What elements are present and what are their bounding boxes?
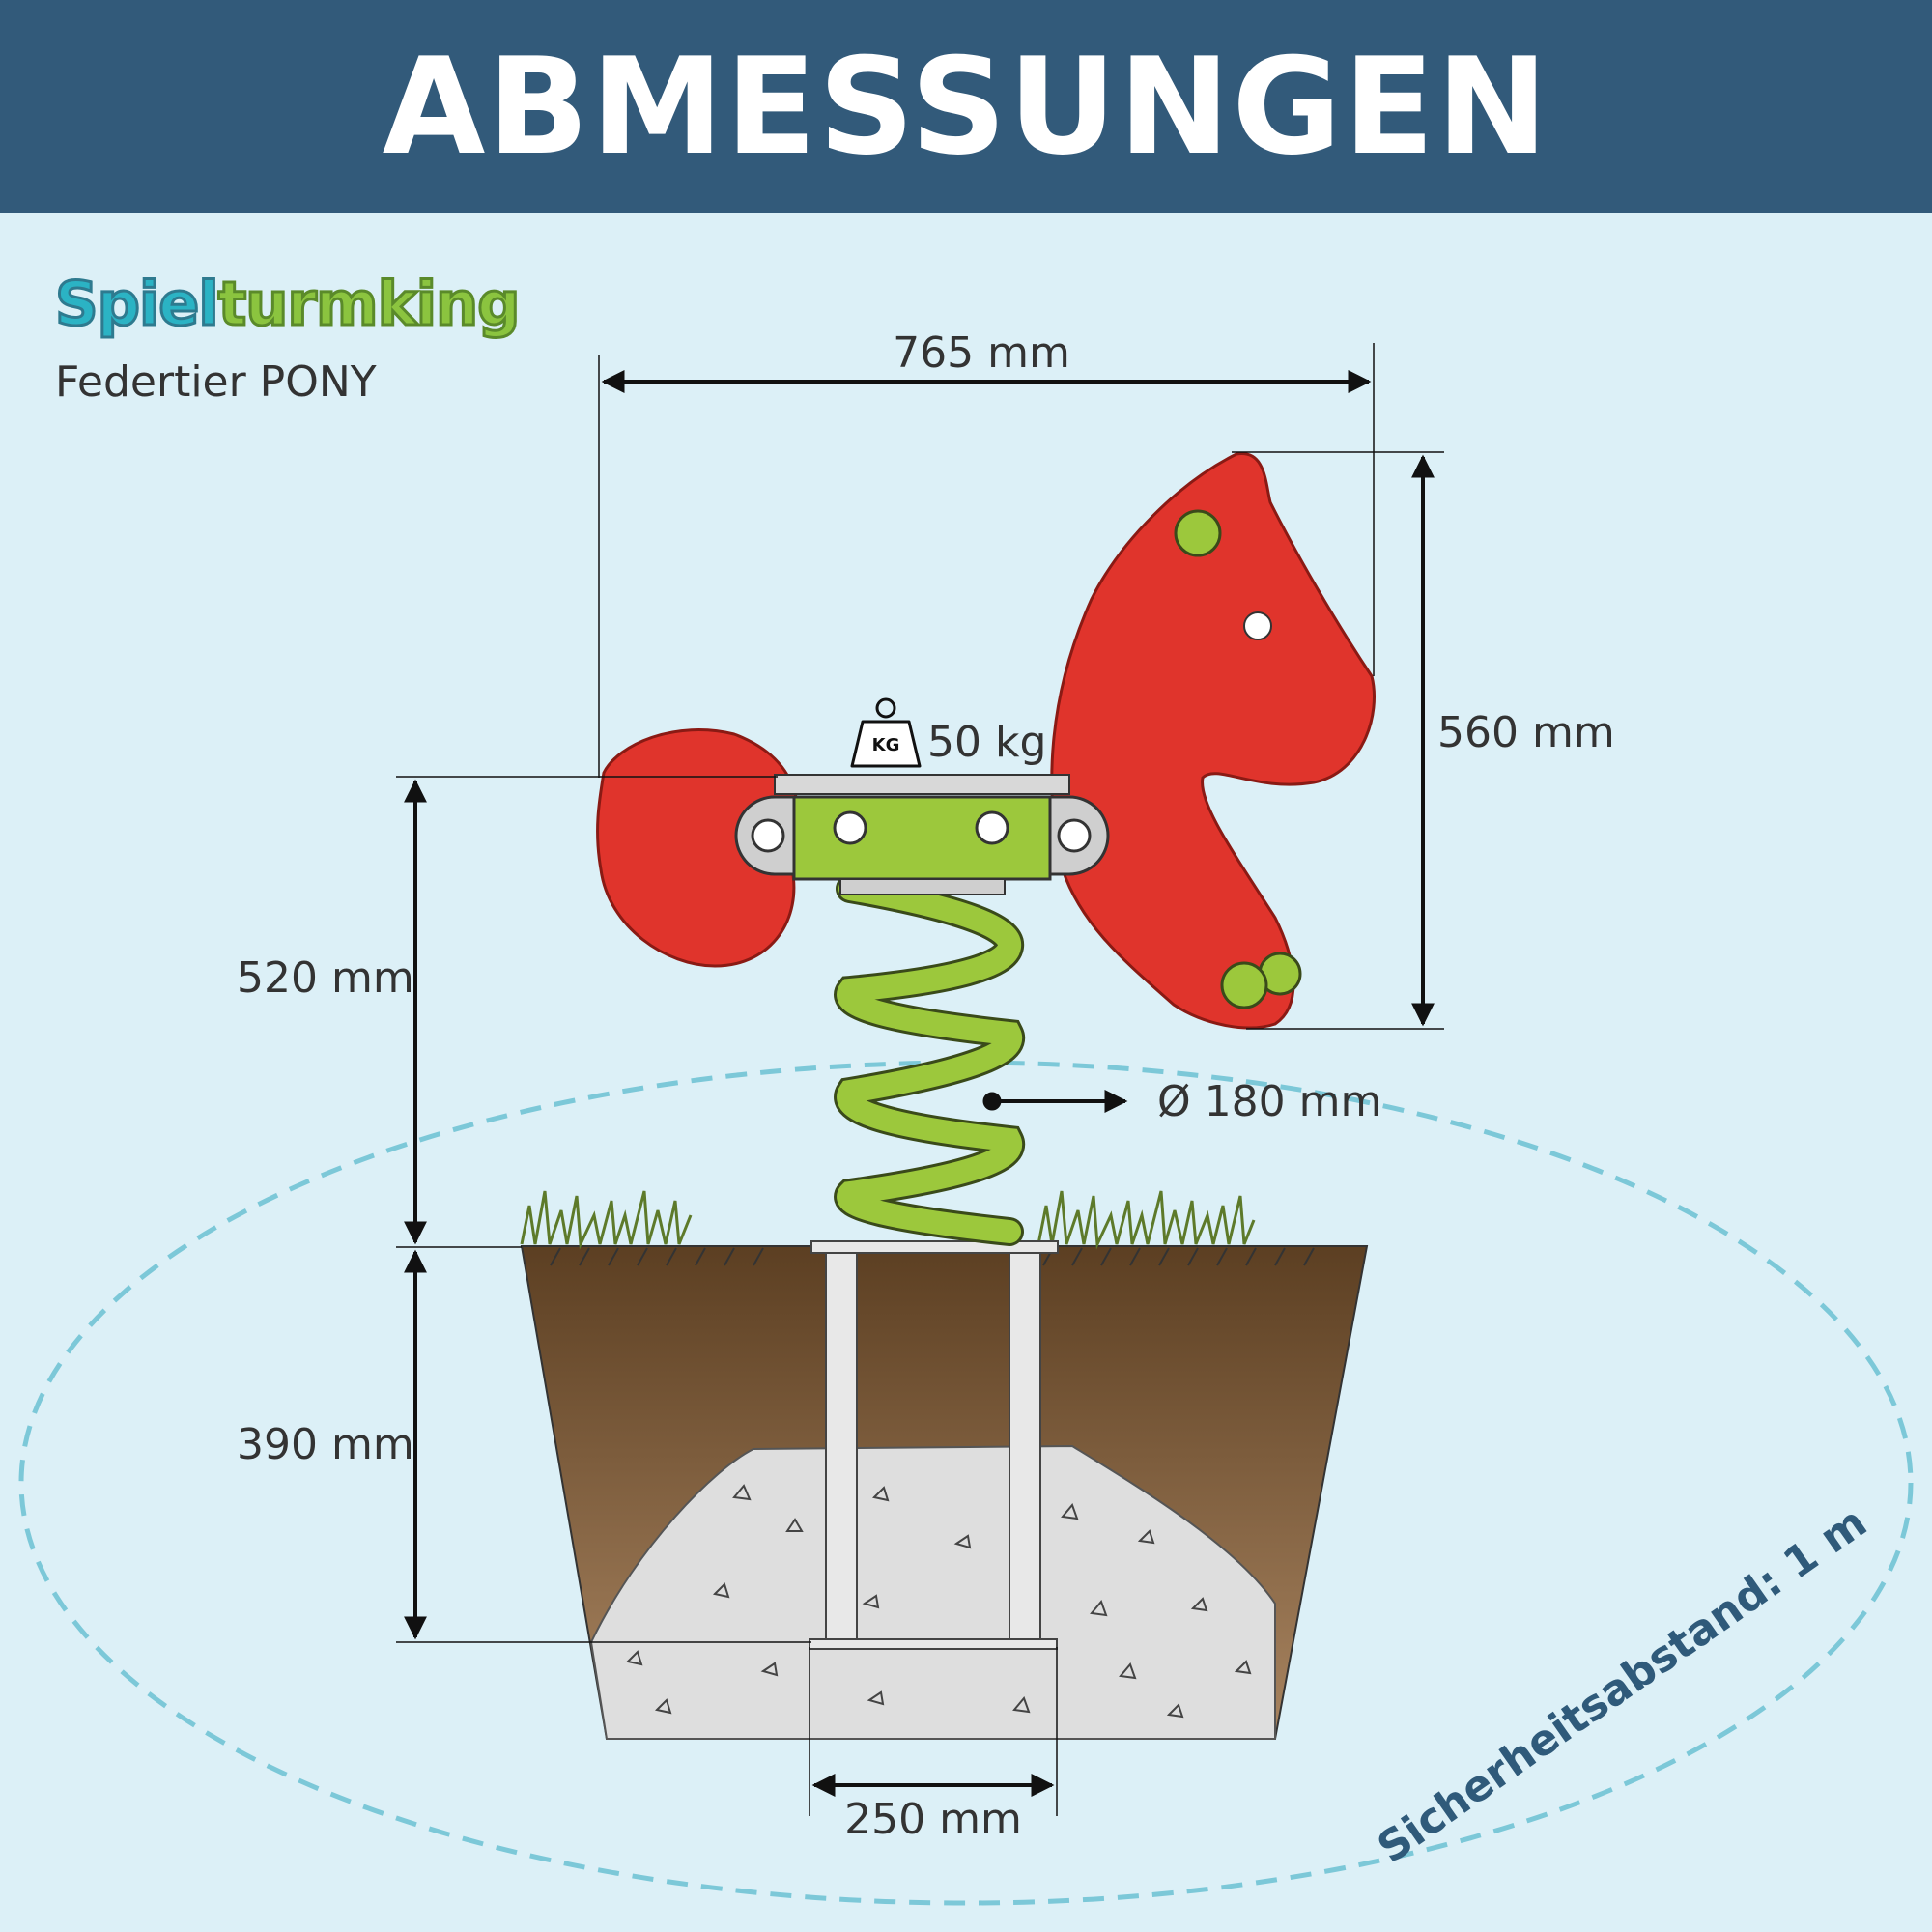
grass <box>520 1190 1256 1250</box>
mounting-posts <box>809 1240 1059 1650</box>
seat-height-label: 520 mm <box>237 953 414 1003</box>
depth-label: 390 mm <box>237 1420 414 1469</box>
safety-zone-ellipse <box>18 1060 1914 1906</box>
body-height-label: 560 mm <box>1437 708 1615 757</box>
logo-text-part1: Spiel <box>54 268 221 341</box>
pony-tail <box>596 728 799 968</box>
seat-height-dimension <box>396 776 778 1248</box>
spring-diameter-dimension <box>982 1090 1128 1113</box>
logo-text-part3: king <box>376 268 522 341</box>
product-name: Federtier PONY <box>55 357 377 407</box>
spring-diameter-label: Ø 180 mm <box>1157 1077 1381 1126</box>
weight-icon-label: KG <box>872 735 900 755</box>
seat-frame <box>734 774 1110 895</box>
width-dimension <box>598 343 1375 778</box>
width-label: 765 mm <box>893 328 1070 378</box>
header-banner: ABMESSUNGEN <box>0 0 1932 213</box>
weight-icon: KG <box>850 697 922 768</box>
page-title: ABMESSUNGEN <box>382 28 1550 185</box>
pony-head <box>1050 452 1376 1030</box>
safety-distance-label: Sicherheitsabstand: 1 m <box>1369 1497 1876 1873</box>
depth-dimension <box>396 1249 811 1643</box>
ground-section <box>520 1245 1369 1740</box>
brand-logo: Spielturmking <box>54 268 523 341</box>
base-width-dimension <box>809 1647 1058 1816</box>
body-height-dimension <box>1232 451 1444 1030</box>
logo-text-part2: turm <box>216 268 380 341</box>
base-width-label: 250 mm <box>844 1795 1022 1844</box>
max-load-label: 50 kg <box>927 718 1046 767</box>
